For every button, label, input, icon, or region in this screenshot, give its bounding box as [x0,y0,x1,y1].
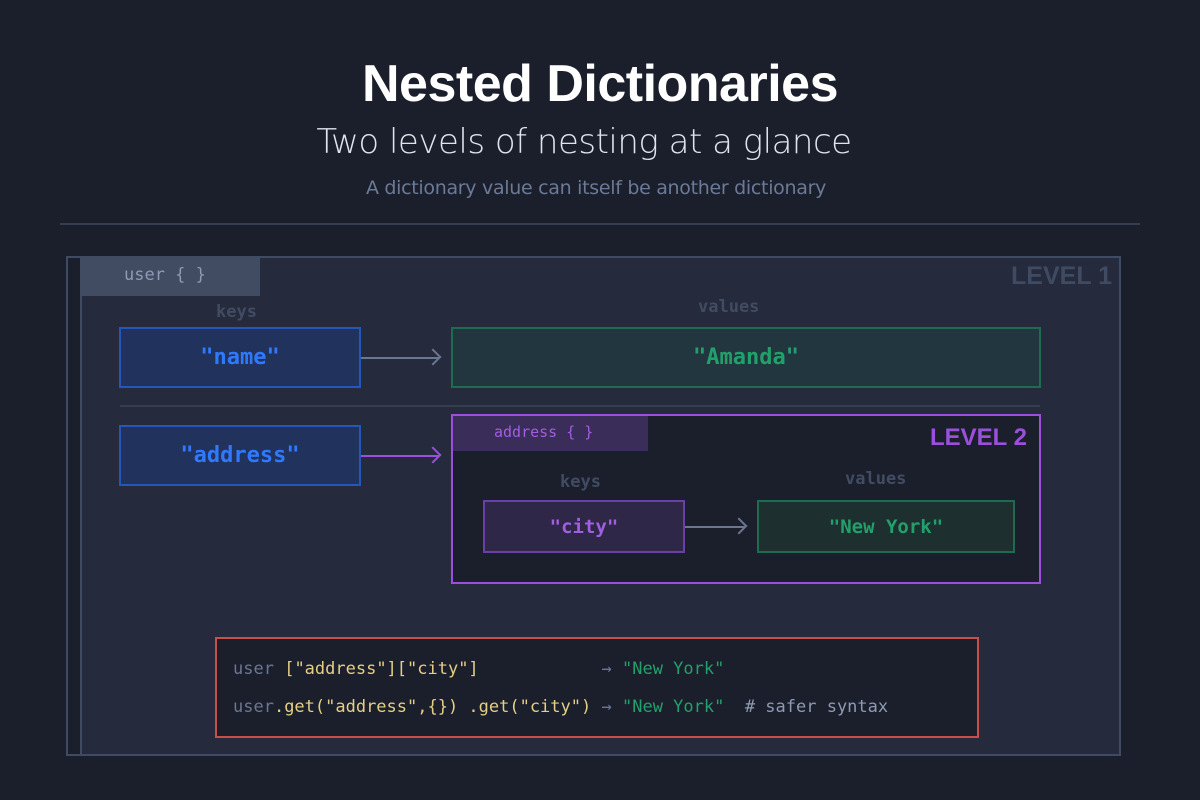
level1-keys-header: keys [216,302,257,322]
user-dict-tab: user { } [80,258,260,296]
level2-values-header: values [845,469,907,489]
value-amanda-text: "Amanda" [693,345,799,370]
key-address: "address" [119,425,361,486]
key-address-text: "address" [180,443,300,468]
code-var: user [233,659,274,679]
page-subtitle: Two levels of nesting at a glance [316,122,852,162]
row-divider [120,405,1040,407]
code-line-bracket-access: user ["address"]["city"] → "New York" [233,659,724,679]
code-result: "New York" [622,659,725,679]
key-name-text: "name" [200,345,280,370]
arrow-right-icon [685,526,745,528]
code-accessor: ["address"]["city"] [284,659,479,679]
address-dict-tab: address { } [453,416,648,451]
code-result: "New York" [621,697,725,717]
arrow-right-icon [361,357,439,359]
code-accessor: .get("address",{}) .get("city") [273,697,592,717]
arrow-right-icon [361,455,439,457]
code-example-box: user ["address"]["city"] → "New York" us… [215,637,979,738]
header-divider [60,223,1140,225]
level1-label: LEVEL 1 [1011,262,1112,290]
level1-values-header: values [698,297,760,317]
code-var: user [233,697,274,717]
key-city: "city" [483,500,685,553]
value-new-york: "New York" [757,500,1015,553]
result-arrow-icon: → [601,697,612,717]
level2-keys-header: keys [560,472,601,492]
code-comment: # safer syntax [744,697,889,717]
result-arrow-icon: → [601,659,612,679]
key-city-text: "city" [549,515,619,538]
value-amanda: "Amanda" [451,327,1041,388]
page-title: Nested Dictionaries [362,55,839,113]
code-line-get-access: user.get("address",{}) .get("city") → "N… [233,697,888,717]
page-caption: A dictionary value can itself be another… [365,177,827,199]
key-name: "name" [119,327,361,388]
level2-label: LEVEL 2 [930,424,1027,451]
value-new-york-text: "New York" [828,515,944,538]
